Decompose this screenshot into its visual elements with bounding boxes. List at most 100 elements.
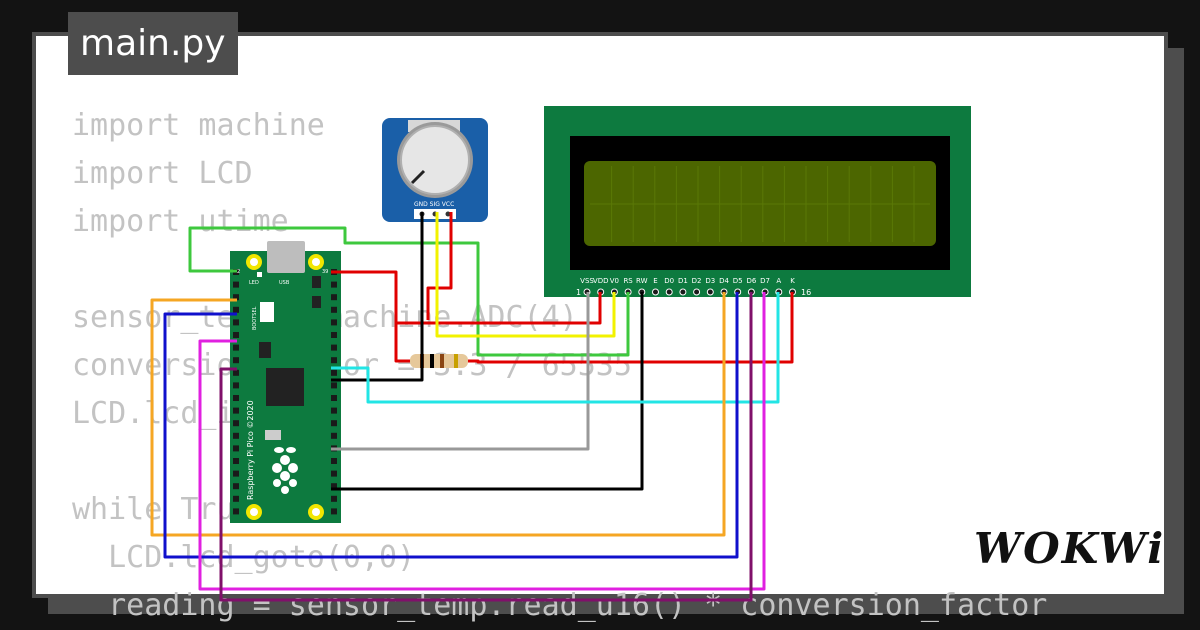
pico-pin-right[interactable] [331, 332, 337, 338]
pico-pin-left[interactable] [233, 369, 239, 376]
wire-yellow [435, 212, 616, 338]
lcd-pin-label: RS [623, 277, 633, 285]
wires [150, 212, 794, 602]
pico-pin-left[interactable] [233, 306, 239, 313]
lcd-pin[interactable] [706, 288, 714, 296]
wire-red-backlight [468, 292, 794, 364]
pico-pin-right[interactable] [331, 483, 337, 490]
lcd-pin-label: V0 [610, 277, 619, 285]
code-line: import LCD [72, 156, 253, 191]
wire-red-resistor [394, 323, 410, 363]
lcd-pin[interactable] [679, 288, 687, 296]
pico-pin-right[interactable] [331, 344, 337, 351]
lcd-pin-label: E [653, 277, 657, 285]
wire-gray [331, 292, 590, 451]
pico-pin-right[interactable] [331, 407, 337, 414]
pico-pin-left[interactable] [233, 357, 239, 364]
lcd-pin-label: D0 [664, 277, 674, 285]
wire-magenta [198, 292, 766, 591]
pico-pin-left[interactable] [233, 395, 239, 401]
rp2040-chip [266, 368, 304, 406]
pico-pin-right[interactable] [331, 319, 337, 326]
pico-pin-left[interactable] [233, 445, 239, 452]
pico-pin-left[interactable] [233, 294, 239, 301]
lcd-pin-label: D6 [746, 277, 756, 285]
pico-pin-right[interactable] [331, 432, 337, 439]
pico-pin-left[interactable] [233, 508, 239, 515]
pico-pin-left[interactable] [233, 407, 239, 414]
lcd-last-pin: 16 [801, 288, 811, 297]
file-tab[interactable]: main.py [68, 12, 238, 75]
pico-pin-right[interactable] [331, 508, 337, 515]
wire-blue [163, 292, 739, 559]
pico-pin-right[interactable] [331, 458, 337, 464]
lcd-pin[interactable] [652, 288, 659, 296]
pico-pin-right[interactable] [331, 395, 337, 401]
knob-pointer [410, 169, 426, 185]
code-line: import machine [72, 108, 325, 143]
wire-green [188, 226, 630, 357]
pico-pin-left[interactable] [233, 281, 239, 288]
potentiometer-knob [400, 125, 470, 195]
wire-red-pot [426, 212, 453, 320]
lcd-pin-label: RW [636, 277, 648, 285]
pico-pin-right[interactable] [331, 495, 337, 502]
lcd-first-pin: 1 [576, 288, 581, 297]
led-label: LED [249, 280, 259, 286]
raspberry-logo [272, 447, 298, 494]
bootsel-button [260, 302, 274, 322]
wire-cyan [331, 292, 780, 404]
pico-pin-left[interactable] [233, 344, 239, 351]
potentiometer-pin-labels: GND SIG VCC [414, 201, 454, 208]
lcd-pin-label: D3 [705, 277, 715, 285]
lcd-pin-label: K [790, 277, 795, 285]
pico-pin-left[interactable] [233, 332, 239, 338]
pico-pin-left[interactable] [233, 319, 239, 326]
board-name: Raspberry Pi Pico ©2020 [246, 400, 255, 500]
wire-orange [150, 292, 726, 537]
pico-pin-left[interactable] [233, 470, 239, 477]
wire-purple [219, 292, 753, 602]
pico-pin-left[interactable] [233, 483, 239, 490]
lcd-pin-label: D4 [719, 277, 729, 285]
pico-pin-left[interactable] [233, 458, 239, 464]
raspberry-pi-pico[interactable]: LED USB 2 39 BOOTSEL Raspberry Pi Pico ©… [230, 241, 341, 523]
pico-pin-right[interactable] [331, 382, 337, 389]
pico-pin-right[interactable] [331, 470, 337, 477]
led-indicator [257, 272, 262, 277]
pico-pin-right[interactable] [331, 294, 337, 301]
code-line: reading = sensor_temp.read_u16() * conve… [72, 588, 1048, 623]
wire-black [331, 212, 424, 382]
lcd-pin[interactable] [693, 288, 701, 296]
lcd-pin-label: D2 [692, 277, 702, 285]
usb-connector [267, 241, 305, 273]
lcd-pin-label: VDD [593, 277, 609, 285]
code-line: import utime [72, 204, 289, 239]
lcd-pin-label: VSS [580, 277, 594, 285]
potentiometer[interactable]: GND SIG VCC [382, 118, 488, 222]
lcd-pin-label: A [776, 277, 781, 285]
pico-pin-left[interactable] [233, 420, 239, 427]
pico-pin-right[interactable] [331, 369, 337, 376]
pico-pin-right[interactable] [331, 281, 337, 288]
usb-label: USB [279, 280, 290, 286]
pin-right-label: 39 [322, 269, 328, 275]
pico-pin-left[interactable] [233, 382, 239, 389]
code-line: conversion_factor = 3.3 / 65535 [72, 348, 632, 383]
lcd-pin-label: D5 [733, 277, 743, 285]
pico-pin-right[interactable] [331, 306, 337, 313]
resistor[interactable] [398, 354, 478, 368]
wokwi-logo: WOKWi [974, 524, 1166, 573]
pin-left-label: 2 [237, 269, 240, 275]
bootsel-label: BOOTSEL [252, 306, 258, 330]
pico-pin-left[interactable] [233, 432, 239, 439]
pico-pin-left[interactable] [233, 495, 239, 502]
pico-pin-right[interactable] [331, 420, 337, 427]
lcd-pin-label: D1 [678, 277, 688, 285]
lcd-pin[interactable] [665, 288, 673, 296]
pico-pin-right[interactable] [331, 357, 337, 364]
wire-black-rw [331, 292, 644, 491]
